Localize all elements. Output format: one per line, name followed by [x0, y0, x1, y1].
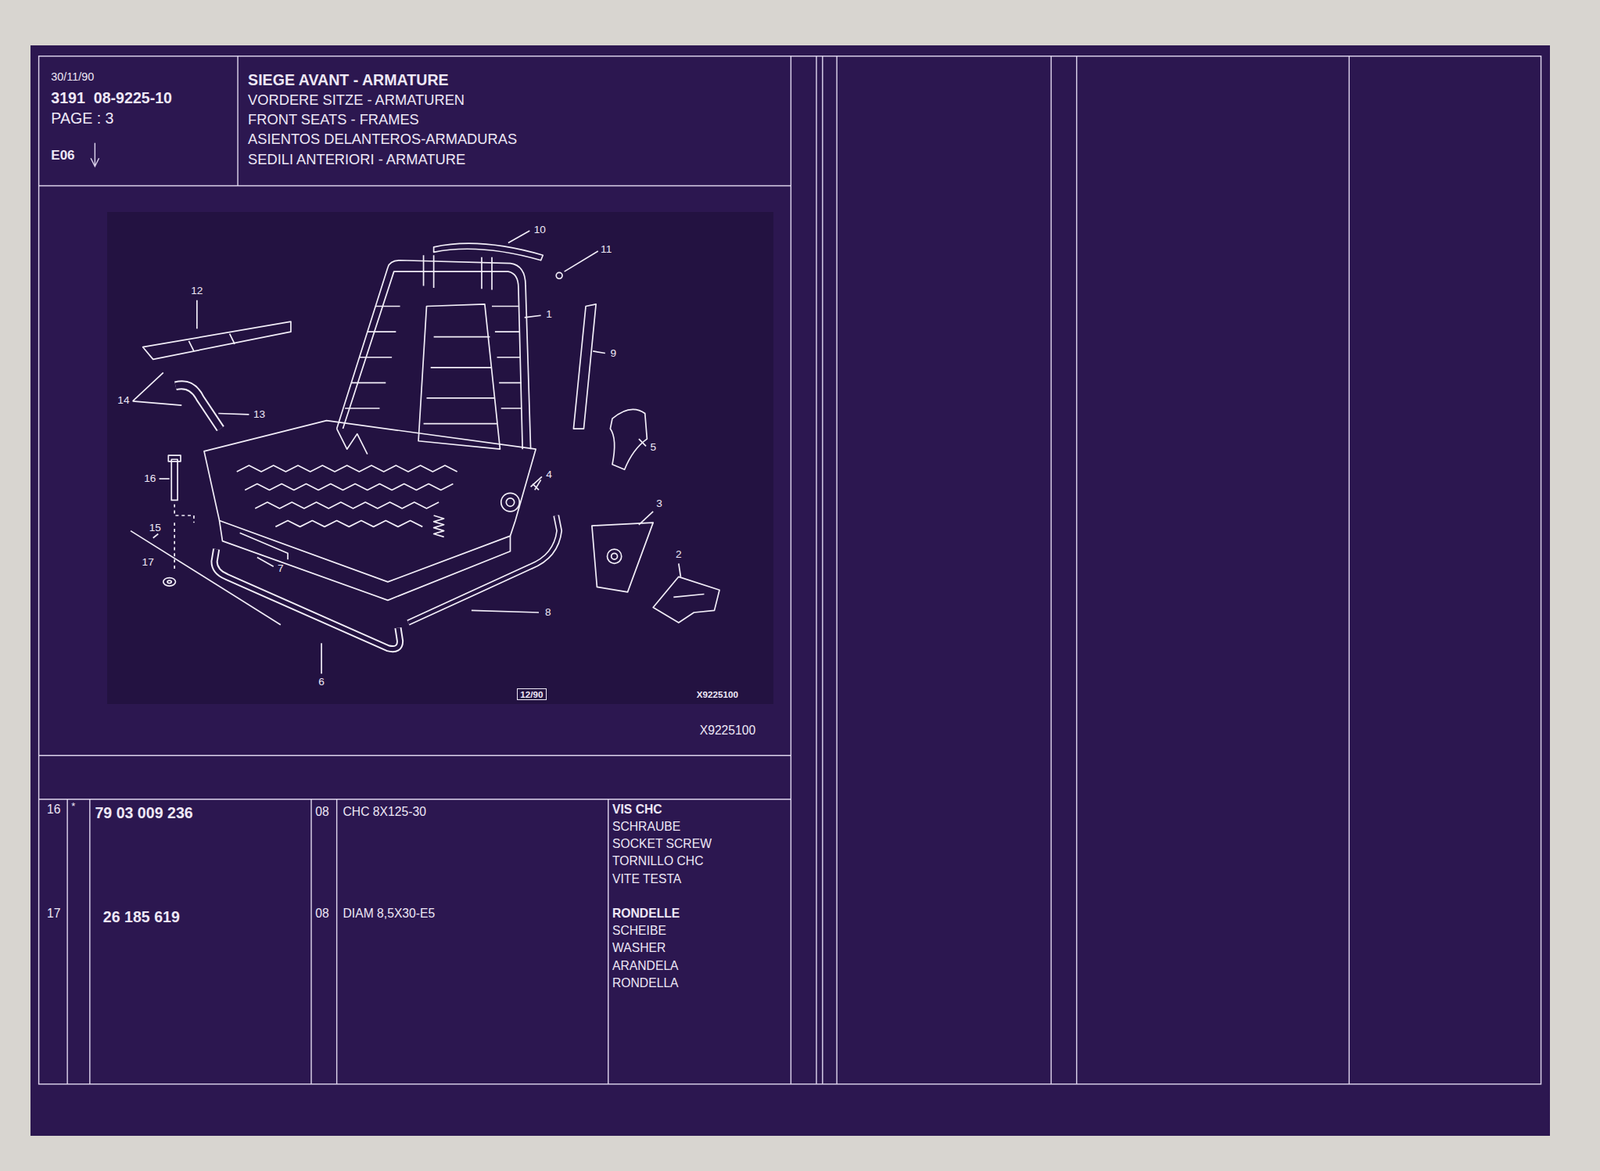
seat-frame-illustration — [130, 230, 720, 674]
quantity-code: 08 — [315, 804, 329, 819]
sheet-reference: 3191 08-9225-10 — [50, 89, 173, 108]
title-translation: FRONT SEATS - FRAMES — [247, 111, 420, 128]
callout-number: 7 — [277, 562, 284, 575]
callout-number: 11 — [600, 243, 612, 256]
illustration-ground — [107, 211, 774, 704]
callout-number: 14 — [117, 394, 130, 407]
callout-number: 6 — [318, 675, 325, 689]
part-number: 79 03 009 236 — [94, 803, 193, 822]
film-panel — [30, 45, 1550, 1136]
item-flag: * — [71, 800, 76, 813]
part-name: SCHRAUBE — [612, 819, 681, 834]
part-number: 26 185 619 — [103, 907, 180, 926]
callout-number: 5 — [649, 441, 657, 454]
sheet-title: SIEGE AVANT - ARMATURE — [247, 71, 449, 90]
callout-number: 10 — [534, 223, 546, 237]
part-name: SOCKET SCREW — [612, 836, 712, 851]
part-name: VIS CHC — [612, 802, 663, 817]
part-name: WASHER — [612, 940, 666, 955]
callout-number: 9 — [610, 347, 618, 360]
title-translation: VORDERE SITZE - ARMATUREN — [247, 91, 465, 108]
part-name: SCHEIBE — [612, 923, 667, 938]
title-translation: SEDILI ANTERIORI - ARMATURE — [247, 150, 466, 168]
item-number: 17 — [46, 906, 61, 921]
part-name: RONDELLA — [612, 975, 679, 991]
callout-number: 13 — [253, 408, 266, 421]
section-code: E06 — [50, 147, 75, 164]
callout-number: 3 — [656, 497, 663, 510]
frame-lines — [39, 56, 1542, 1084]
page-number: PAGE : 3 — [50, 109, 114, 128]
drawing-date: 12/90 — [516, 688, 546, 700]
callout-number: 2 — [675, 548, 682, 561]
quantity-code: 08 — [315, 906, 329, 921]
drawing-number: X9225100 — [699, 723, 757, 738]
drawing-number: X9225100 — [696, 688, 739, 700]
callout-number: 1 — [545, 308, 553, 321]
callout-number: 8 — [545, 606, 552, 619]
title-translation: ASIENTOS DELANTEROS-ARMADURAS — [247, 130, 517, 148]
callout-number: 4 — [545, 468, 553, 481]
item-number: 16 — [46, 802, 61, 817]
callout-number: 15 — [149, 521, 162, 535]
part-spec: DIAM 8,5X30-E5 — [343, 906, 436, 921]
callout-number: 16 — [143, 472, 156, 485]
part-name: TORNILLO CHC — [612, 853, 704, 869]
part-name: VITE TESTA — [612, 871, 682, 887]
callout-number: 12 — [190, 284, 203, 298]
part-spec: CHC 8X125-30 — [343, 804, 427, 819]
sheet-date: 30/11/90 — [50, 70, 94, 84]
callout-number: 17 — [142, 556, 155, 569]
part-name: ARANDELA — [612, 958, 679, 973]
part-name: RONDELLE — [612, 906, 680, 921]
